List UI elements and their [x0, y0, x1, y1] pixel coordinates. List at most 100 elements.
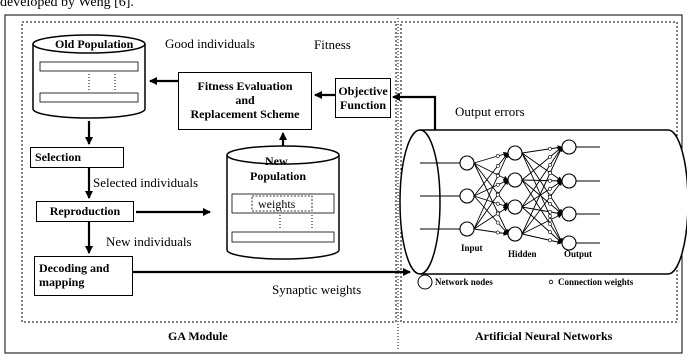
connection	[521, 213, 563, 235]
fitness-box-line-1: Fitness Evaluation	[197, 79, 293, 94]
connection	[473, 228, 509, 236]
output-errors-label: Output errors	[455, 104, 525, 119]
connection	[473, 152, 509, 197]
connection	[473, 179, 509, 197]
connection	[521, 206, 563, 244]
connection-weight	[548, 218, 552, 222]
output-node	[561, 139, 577, 155]
decoding-line-2: mapping	[39, 275, 85, 289]
connection	[521, 180, 563, 208]
legend-weights-label: Connection weights	[558, 277, 634, 287]
connection	[473, 195, 509, 235]
connection-weight	[495, 211, 500, 216]
connection	[521, 179, 563, 244]
fitness-box-line-3: Replacement Scheme	[190, 106, 300, 121]
connection-weight	[548, 163, 552, 167]
fitness-box-line-2: and	[235, 93, 255, 108]
connection-weight	[495, 230, 500, 235]
connection-weight	[548, 222, 552, 227]
good-individuals-label: Good individuals	[165, 36, 255, 51]
ga-module-caption: GA Module	[168, 329, 228, 343]
ann-module-caption: Artificial Neural Networks	[475, 329, 613, 343]
hidden-node	[507, 145, 523, 161]
weights-label: weights	[258, 197, 296, 211]
connection-weight	[548, 146, 552, 151]
connection-weight	[495, 182, 500, 187]
selection-box: Selection	[30, 147, 124, 168]
connection-weight	[495, 192, 500, 197]
reproduction-label: Reproduction	[49, 203, 121, 218]
output-node	[561, 173, 577, 189]
decoding-box: Decoding and mapping	[34, 256, 133, 296]
connection	[521, 179, 563, 215]
connection	[473, 195, 509, 208]
objective-function-box: Objective Function	[335, 78, 391, 118]
output-node	[561, 206, 577, 222]
connection-weight	[548, 209, 552, 214]
connection-weight	[548, 186, 552, 191]
connection	[521, 145, 563, 154]
connection	[521, 152, 563, 215]
output-node	[561, 235, 577, 251]
connection-weight	[495, 220, 500, 225]
old-population-cylinder	[32, 34, 146, 119]
arrow-ann-to-objective	[392, 93, 437, 130]
connection	[473, 162, 509, 235]
connection	[473, 206, 509, 230]
connection-weight	[548, 214, 552, 218]
input-node	[459, 155, 475, 171]
connection-weight	[495, 163, 500, 168]
top-caption: developed by Weng [6].	[0, 0, 134, 10]
connection-weight	[548, 178, 552, 183]
objective-line-2: Function	[339, 98, 386, 112]
hidden-layer-label: Hidden	[508, 249, 537, 259]
connection	[521, 146, 563, 235]
connection	[521, 152, 563, 244]
legend-weight-symbol	[548, 279, 554, 285]
objective-line-1: Objective	[338, 83, 388, 98]
connection-weight	[495, 154, 500, 158]
connection	[521, 206, 563, 216]
connection	[521, 152, 563, 182]
connection	[521, 180, 563, 235]
old-population-label: Old Population	[55, 37, 134, 51]
selected-individuals-label: Selected individuals	[93, 175, 199, 190]
connection-weight	[548, 154, 552, 159]
input-layer-label: Input	[461, 243, 483, 253]
connection	[521, 146, 563, 181]
ga-module-frame	[21, 21, 397, 323]
connection-weight	[548, 230, 552, 235]
new-population-label-2: Population	[250, 169, 307, 183]
connection	[521, 146, 563, 208]
neural-network	[459, 139, 600, 251]
connection	[473, 179, 509, 230]
new-population-cylinder	[226, 145, 340, 260]
connection-weight	[495, 173, 500, 178]
ann-tube	[399, 129, 687, 275]
connection	[521, 178, 563, 184]
connection-weight	[548, 171, 552, 176]
fitness-evaluation-box: Fitness Evaluation and Replacement Schem…	[178, 72, 312, 130]
connection	[473, 162, 509, 181]
synaptic-weights-label: Synaptic weights	[272, 282, 362, 297]
legend-node-symbol	[417, 274, 433, 290]
hidden-node	[507, 226, 523, 242]
connection	[521, 233, 563, 245]
decoding-line-1: Decoding and	[39, 261, 110, 276]
new-population-label-1: New	[265, 154, 288, 168]
connection-weight	[548, 201, 552, 206]
hidden-node	[507, 172, 523, 188]
connection-weight	[548, 194, 552, 199]
connection	[473, 151, 509, 164]
selection-label: Selection	[35, 149, 81, 164]
hidden-node	[507, 199, 523, 215]
fitness-label: Fitness	[314, 37, 351, 52]
connection-weight	[495, 201, 500, 206]
output-layer-label: Output	[564, 249, 593, 259]
new-individuals-label: New individuals	[106, 234, 192, 249]
legend-nodes-label: Network nodes	[435, 277, 493, 287]
input-node	[459, 188, 475, 204]
connection	[473, 152, 509, 230]
